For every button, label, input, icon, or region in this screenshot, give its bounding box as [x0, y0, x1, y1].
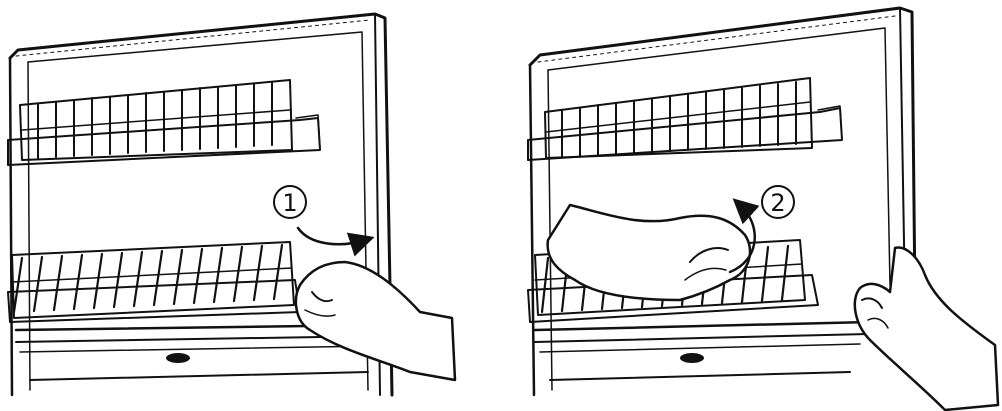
step-marker-2: 2	[762, 186, 794, 218]
upper-door-bin	[8, 80, 320, 165]
step-marker-1: 1	[274, 186, 306, 218]
panel-step-2: 2	[528, 8, 998, 410]
panel-step-1: 1	[8, 14, 455, 395]
hand-holding-door	[855, 248, 998, 410]
hand-pulling	[296, 262, 455, 380]
pull-arrow-icon	[298, 228, 365, 244]
door-latch-icon	[166, 353, 190, 363]
step-number-1: 1	[282, 189, 297, 217]
upper-door-bin-2	[528, 78, 842, 160]
door-frame-left	[10, 58, 12, 395]
lower-door-bin	[8, 242, 300, 322]
step-number-2: 2	[770, 189, 785, 217]
door-latch-icon-2	[680, 353, 704, 363]
hand-lifting	[548, 205, 750, 300]
